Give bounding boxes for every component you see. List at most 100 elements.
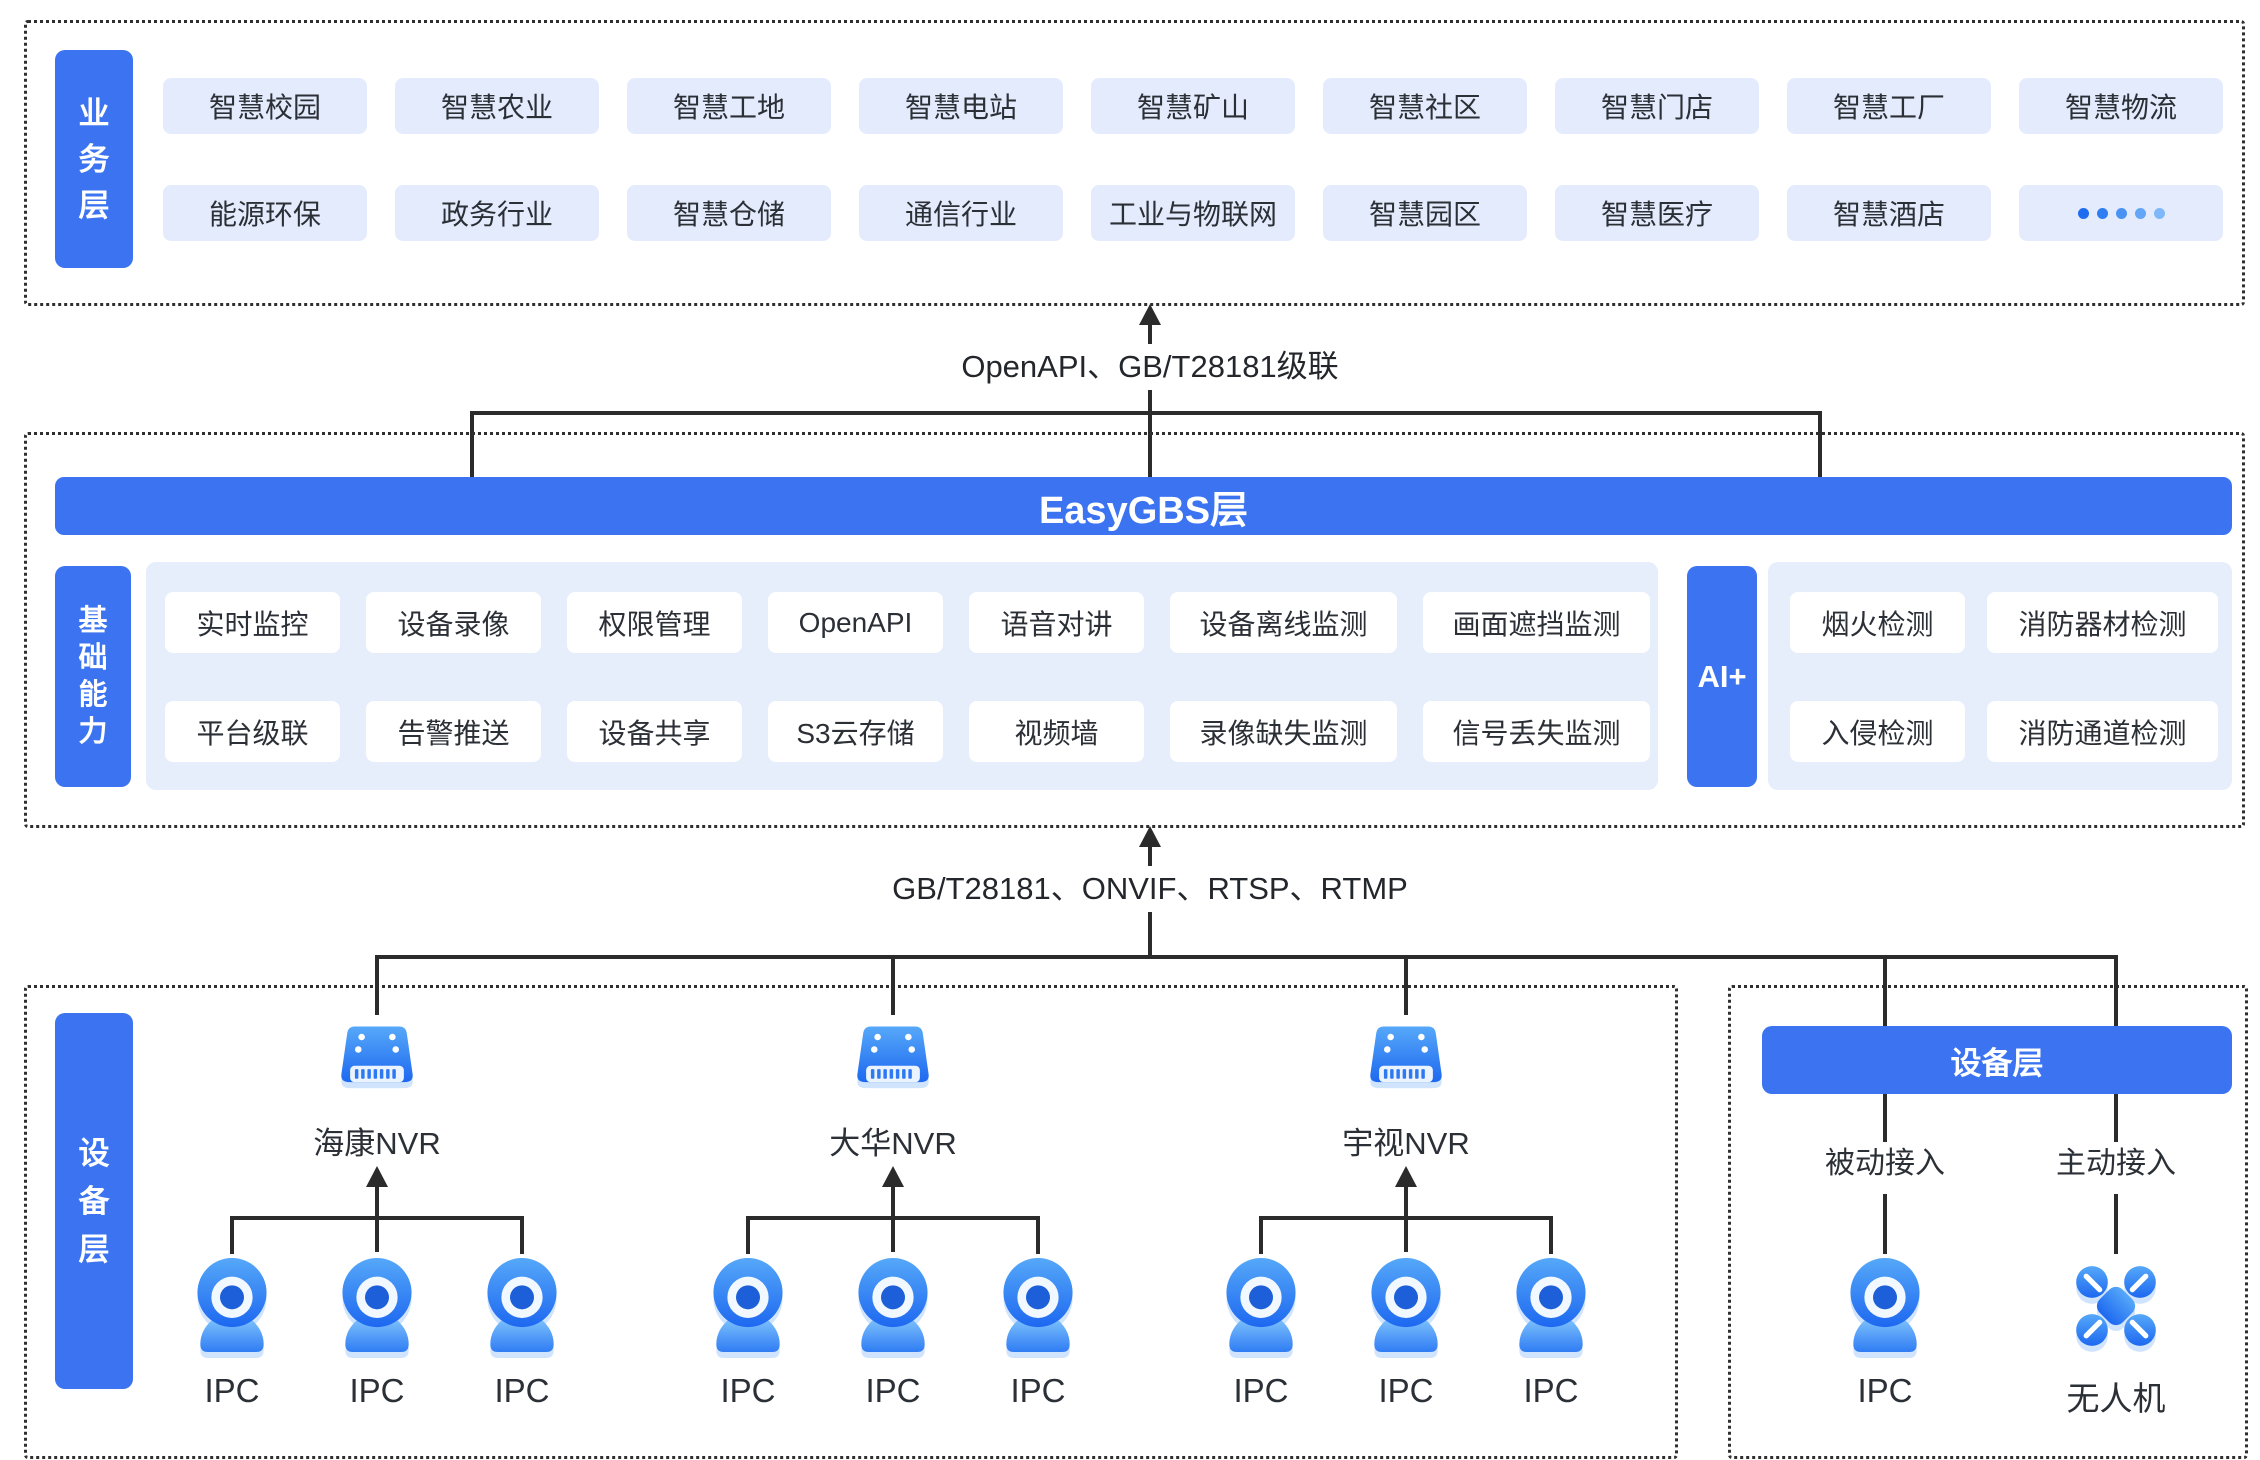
easygbs-layer-box — [24, 432, 2245, 828]
chip-政务行业: 政务行业 — [395, 185, 599, 241]
ipc-label: IPC — [204, 1372, 260, 1409]
ipc-label: IPC — [865, 1372, 921, 1409]
chip-智慧校园: 智慧校园 — [163, 78, 367, 134]
ipc-bracket-left-stub — [746, 1216, 750, 1254]
chip-S3云存储: S3云存储 — [768, 701, 943, 762]
ellipsis-dot-icon — [2096, 207, 2108, 219]
ipc-bracket-right-stub — [1036, 1216, 1040, 1254]
bracket-stub-to-nvr — [1404, 955, 1408, 1015]
nvr-icon — [845, 1013, 941, 1109]
chip-画面遮挡监测: 画面遮挡监测 — [1423, 592, 1650, 653]
ellipsis-dot-icon — [2115, 207, 2127, 219]
chip-实时监控: 实时监控 — [165, 592, 340, 653]
ipc-label: IPC — [494, 1372, 550, 1409]
access-label: 主动接入 — [2046, 1142, 2186, 1186]
chip-智慧医疗: 智慧医疗 — [1555, 185, 1759, 241]
ipc-label: IPC — [349, 1372, 405, 1409]
layer-label-char: 能 — [78, 678, 108, 711]
bottom-protocol-label: GB/T28181、ONVIF、RTSP、RTMP — [874, 866, 1426, 912]
chip-平台级联: 平台级联 — [165, 701, 340, 762]
ipc-bracket-line — [748, 1216, 1038, 1220]
chip-智慧社区: 智慧社区 — [1323, 78, 1527, 134]
business-layer-label: 业务层 — [55, 50, 133, 268]
ipc-label: IPC — [1378, 1372, 1434, 1409]
header-to-access-line — [1883, 1094, 1887, 1146]
top-bracket-line — [470, 411, 1822, 415]
layer-label-char: 层 — [78, 187, 110, 223]
device-label: 无人机 — [2066, 1380, 2166, 1417]
chip-入侵检测: 入侵检测 — [1790, 701, 1965, 762]
nvr-icon — [329, 1013, 425, 1109]
layer-label-char: 力 — [78, 715, 108, 748]
ipc-camera-icon — [1213, 1252, 1309, 1358]
business-layer-box — [24, 20, 2245, 306]
connector-line-top — [1148, 322, 1152, 477]
chip-设备离线监测: 设备离线监测 — [1170, 592, 1397, 653]
chip-智慧电站: 智慧电站 — [859, 78, 1063, 134]
chip-能源环保: 能源环保 — [163, 185, 367, 241]
top-bracket-left-stub — [470, 411, 474, 477]
business-chip-row-1: 智慧校园智慧农业智慧工地智慧电站智慧矿山智慧社区智慧门店智慧工厂智慧物流 — [163, 78, 2223, 134]
bracket-stub-to-header — [1883, 955, 1887, 1026]
chip-视频墙: 视频墙 — [969, 701, 1144, 762]
ipc-camera-icon — [845, 1252, 941, 1358]
ellipsis-dot-icon — [2153, 207, 2165, 219]
ellipsis-dot-icon — [2134, 207, 2146, 219]
chip-设备录像: 设备录像 — [366, 592, 541, 653]
ipc-camera-icon — [1837, 1252, 1933, 1358]
chip-智慧仓储: 智慧仓储 — [627, 185, 831, 241]
device-layer-right-box — [1728, 985, 2248, 1459]
chip-智慧门店: 智慧门店 — [1555, 78, 1759, 134]
device-label: IPC — [1857, 1372, 1913, 1409]
bracket-stub-to-nvr — [891, 955, 895, 1015]
base-capability-label: 基础能力 — [55, 566, 131, 787]
nvr-label: 大华NVR — [829, 1126, 957, 1161]
access-label: 被动接入 — [1815, 1142, 1955, 1186]
chip-智慧工地: 智慧工地 — [627, 78, 831, 134]
chip-智慧物流: 智慧物流 — [2019, 78, 2223, 134]
device-layer-label: 设备层 — [55, 1013, 133, 1389]
top-bracket-right-stub — [1818, 411, 1822, 477]
chip-消防器材检测: 消防器材检测 — [1987, 592, 2218, 653]
ipc-camera-icon — [329, 1252, 425, 1358]
device-layer-left-box — [24, 985, 1678, 1459]
chip-智慧工厂: 智慧工厂 — [1787, 78, 1991, 134]
access-to-device-line — [1883, 1194, 1887, 1254]
layer-label-char: 础 — [78, 641, 108, 674]
chip-通信行业: 通信行业 — [859, 185, 1063, 241]
business-chip-row-2: 能源环保政务行业智慧仓储通信行业工业与物联网智慧园区智慧医疗智慧酒店 — [163, 185, 2223, 241]
chip-信号丢失监测: 信号丢失监测 — [1423, 701, 1650, 762]
ipc-bracket-line — [232, 1216, 522, 1220]
chip-消防通道检测: 消防通道检测 — [1987, 701, 2218, 762]
ellipsis-dot-icon — [2077, 207, 2089, 219]
chip-烟火检测: 烟火检测 — [1790, 592, 1965, 653]
layer-label-char: 业 — [78, 95, 110, 131]
ai-plus-label: AI+ — [1687, 566, 1757, 787]
more-industries-chip — [2019, 185, 2223, 241]
bracket-stub-to-nvr — [375, 955, 379, 1015]
layer-label-char: 备 — [78, 1183, 110, 1219]
nvr-label: 宇视NVR — [1342, 1126, 1470, 1161]
ipc-bracket-line — [1261, 1216, 1551, 1220]
ipc-camera-icon — [1358, 1252, 1454, 1358]
chip-录像缺失监测: 录像缺失监测 — [1170, 701, 1397, 762]
ipc-bracket-right-stub — [520, 1216, 524, 1254]
ipc-camera-icon — [1503, 1252, 1599, 1358]
ipc-bracket-right-stub — [1549, 1216, 1553, 1254]
arrow-up-to-nvr — [1395, 1166, 1417, 1187]
arrow-up-to-business-layer — [1139, 304, 1161, 325]
ai-chip-row-2: 入侵检测消防通道检测 — [1790, 701, 2218, 762]
chip-权限管理: 权限管理 — [567, 592, 742, 653]
ipc-bracket-left-stub — [1259, 1216, 1263, 1254]
nvr-icon — [1358, 1013, 1454, 1109]
drone-icon — [2068, 1258, 2164, 1354]
nvr-label: 海康NVR — [313, 1126, 441, 1161]
chip-语音对讲: 语音对讲 — [969, 592, 1144, 653]
ipc-label: IPC — [1233, 1372, 1289, 1409]
layer-label-char: 务 — [78, 141, 110, 177]
chip-智慧矿山: 智慧矿山 — [1091, 78, 1295, 134]
ai-chip-row-1: 烟火检测消防器材检测 — [1790, 592, 2218, 653]
arrow-up-to-nvr — [366, 1166, 388, 1187]
